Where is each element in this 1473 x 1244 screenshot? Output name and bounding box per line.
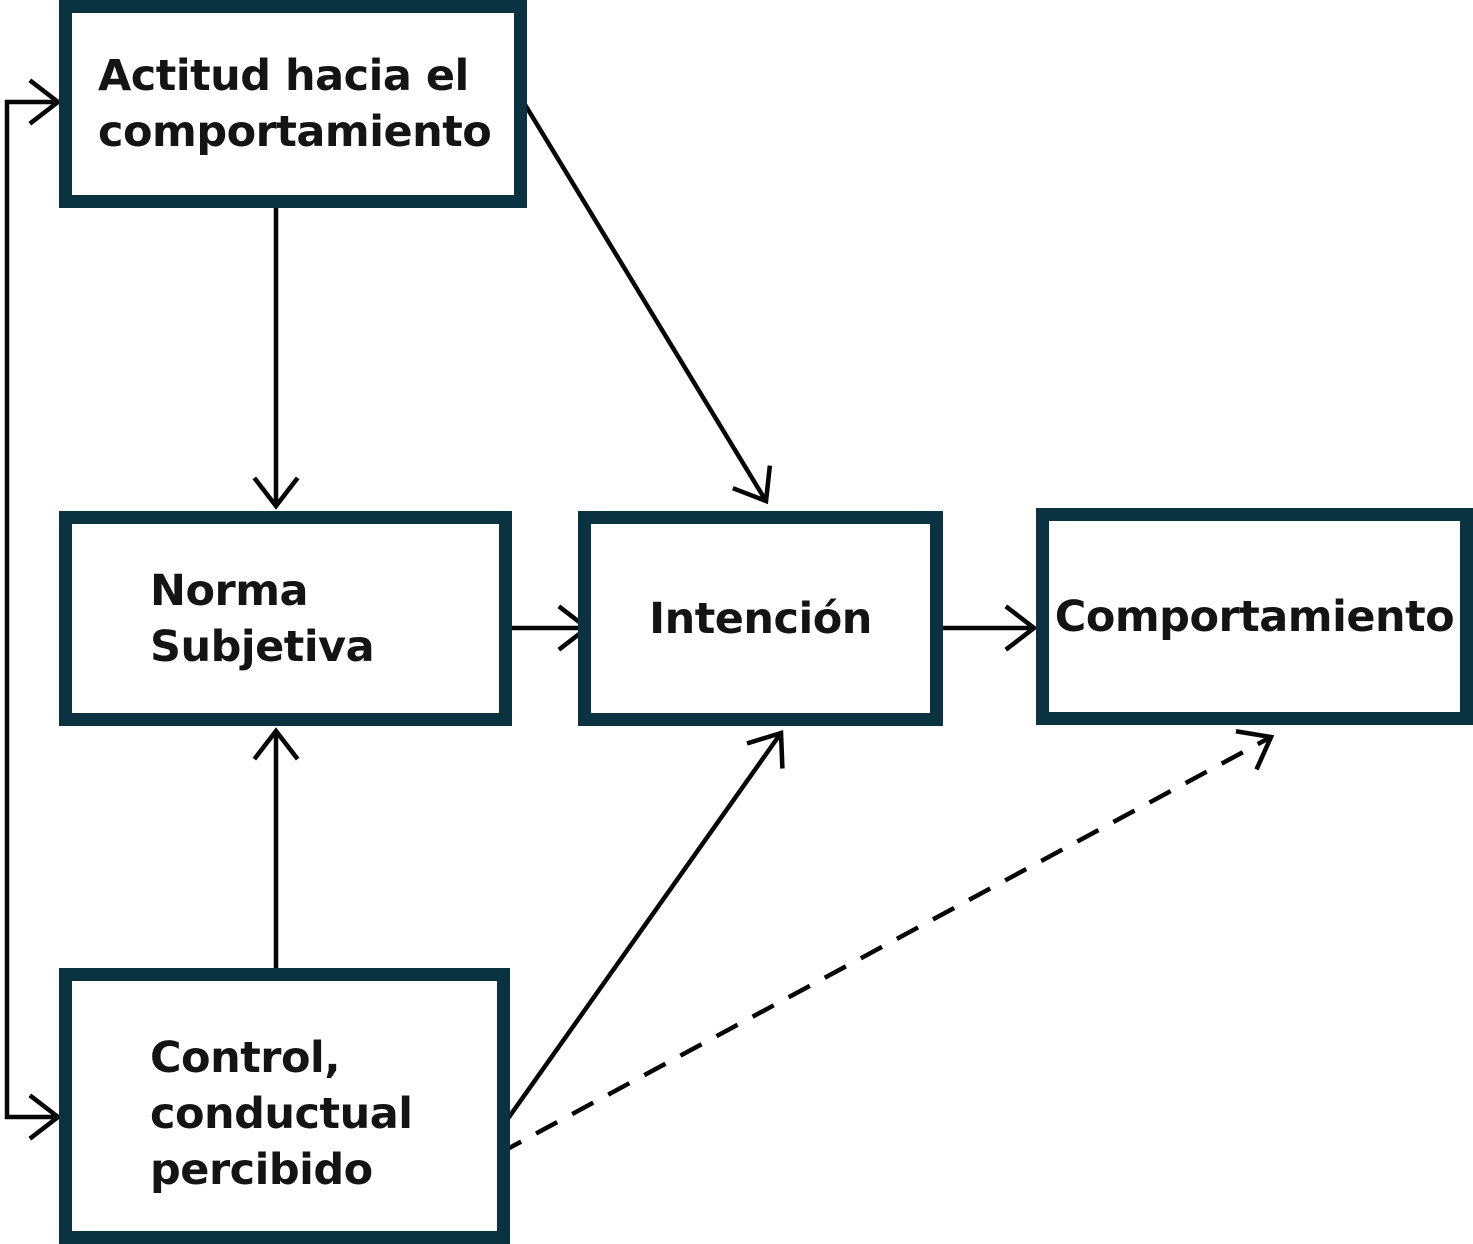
arrow-control-to-intencion xyxy=(500,729,785,1129)
box-control-label-line-1: Control, xyxy=(150,1033,341,1083)
box-norma-label-line-2: Subjetiva xyxy=(150,621,375,672)
arrow-actitud-to-intencion xyxy=(522,101,773,505)
box-intencion: Intención xyxy=(578,511,943,726)
box-control-label-line-3: percibido xyxy=(150,1145,373,1195)
box-actitud-label-line-2: comportamiento xyxy=(98,107,492,157)
box-norma-label-line-1: Norma xyxy=(150,565,309,616)
box-intencion-label: Intención xyxy=(649,593,872,644)
box-comportamiento: Comportamiento xyxy=(1036,508,1473,725)
box-control-conductual-percibido: Control, conductual percibido xyxy=(59,968,510,1244)
box-actitud-label-line-1: Actitud hacia el xyxy=(98,51,469,101)
box-norma-subjetiva: Norma Subjetiva xyxy=(59,511,512,726)
box-comportamiento-label: Comportamiento xyxy=(1054,591,1455,642)
box-actitud-hacia-el-comportamiento: Actitud hacia el comportamiento xyxy=(59,0,527,208)
arrow-control-to-actitud xyxy=(4,78,62,1141)
arrow-control-to-comportamiento xyxy=(498,729,1275,1155)
box-control-label-line-2: conductual xyxy=(150,1089,413,1139)
